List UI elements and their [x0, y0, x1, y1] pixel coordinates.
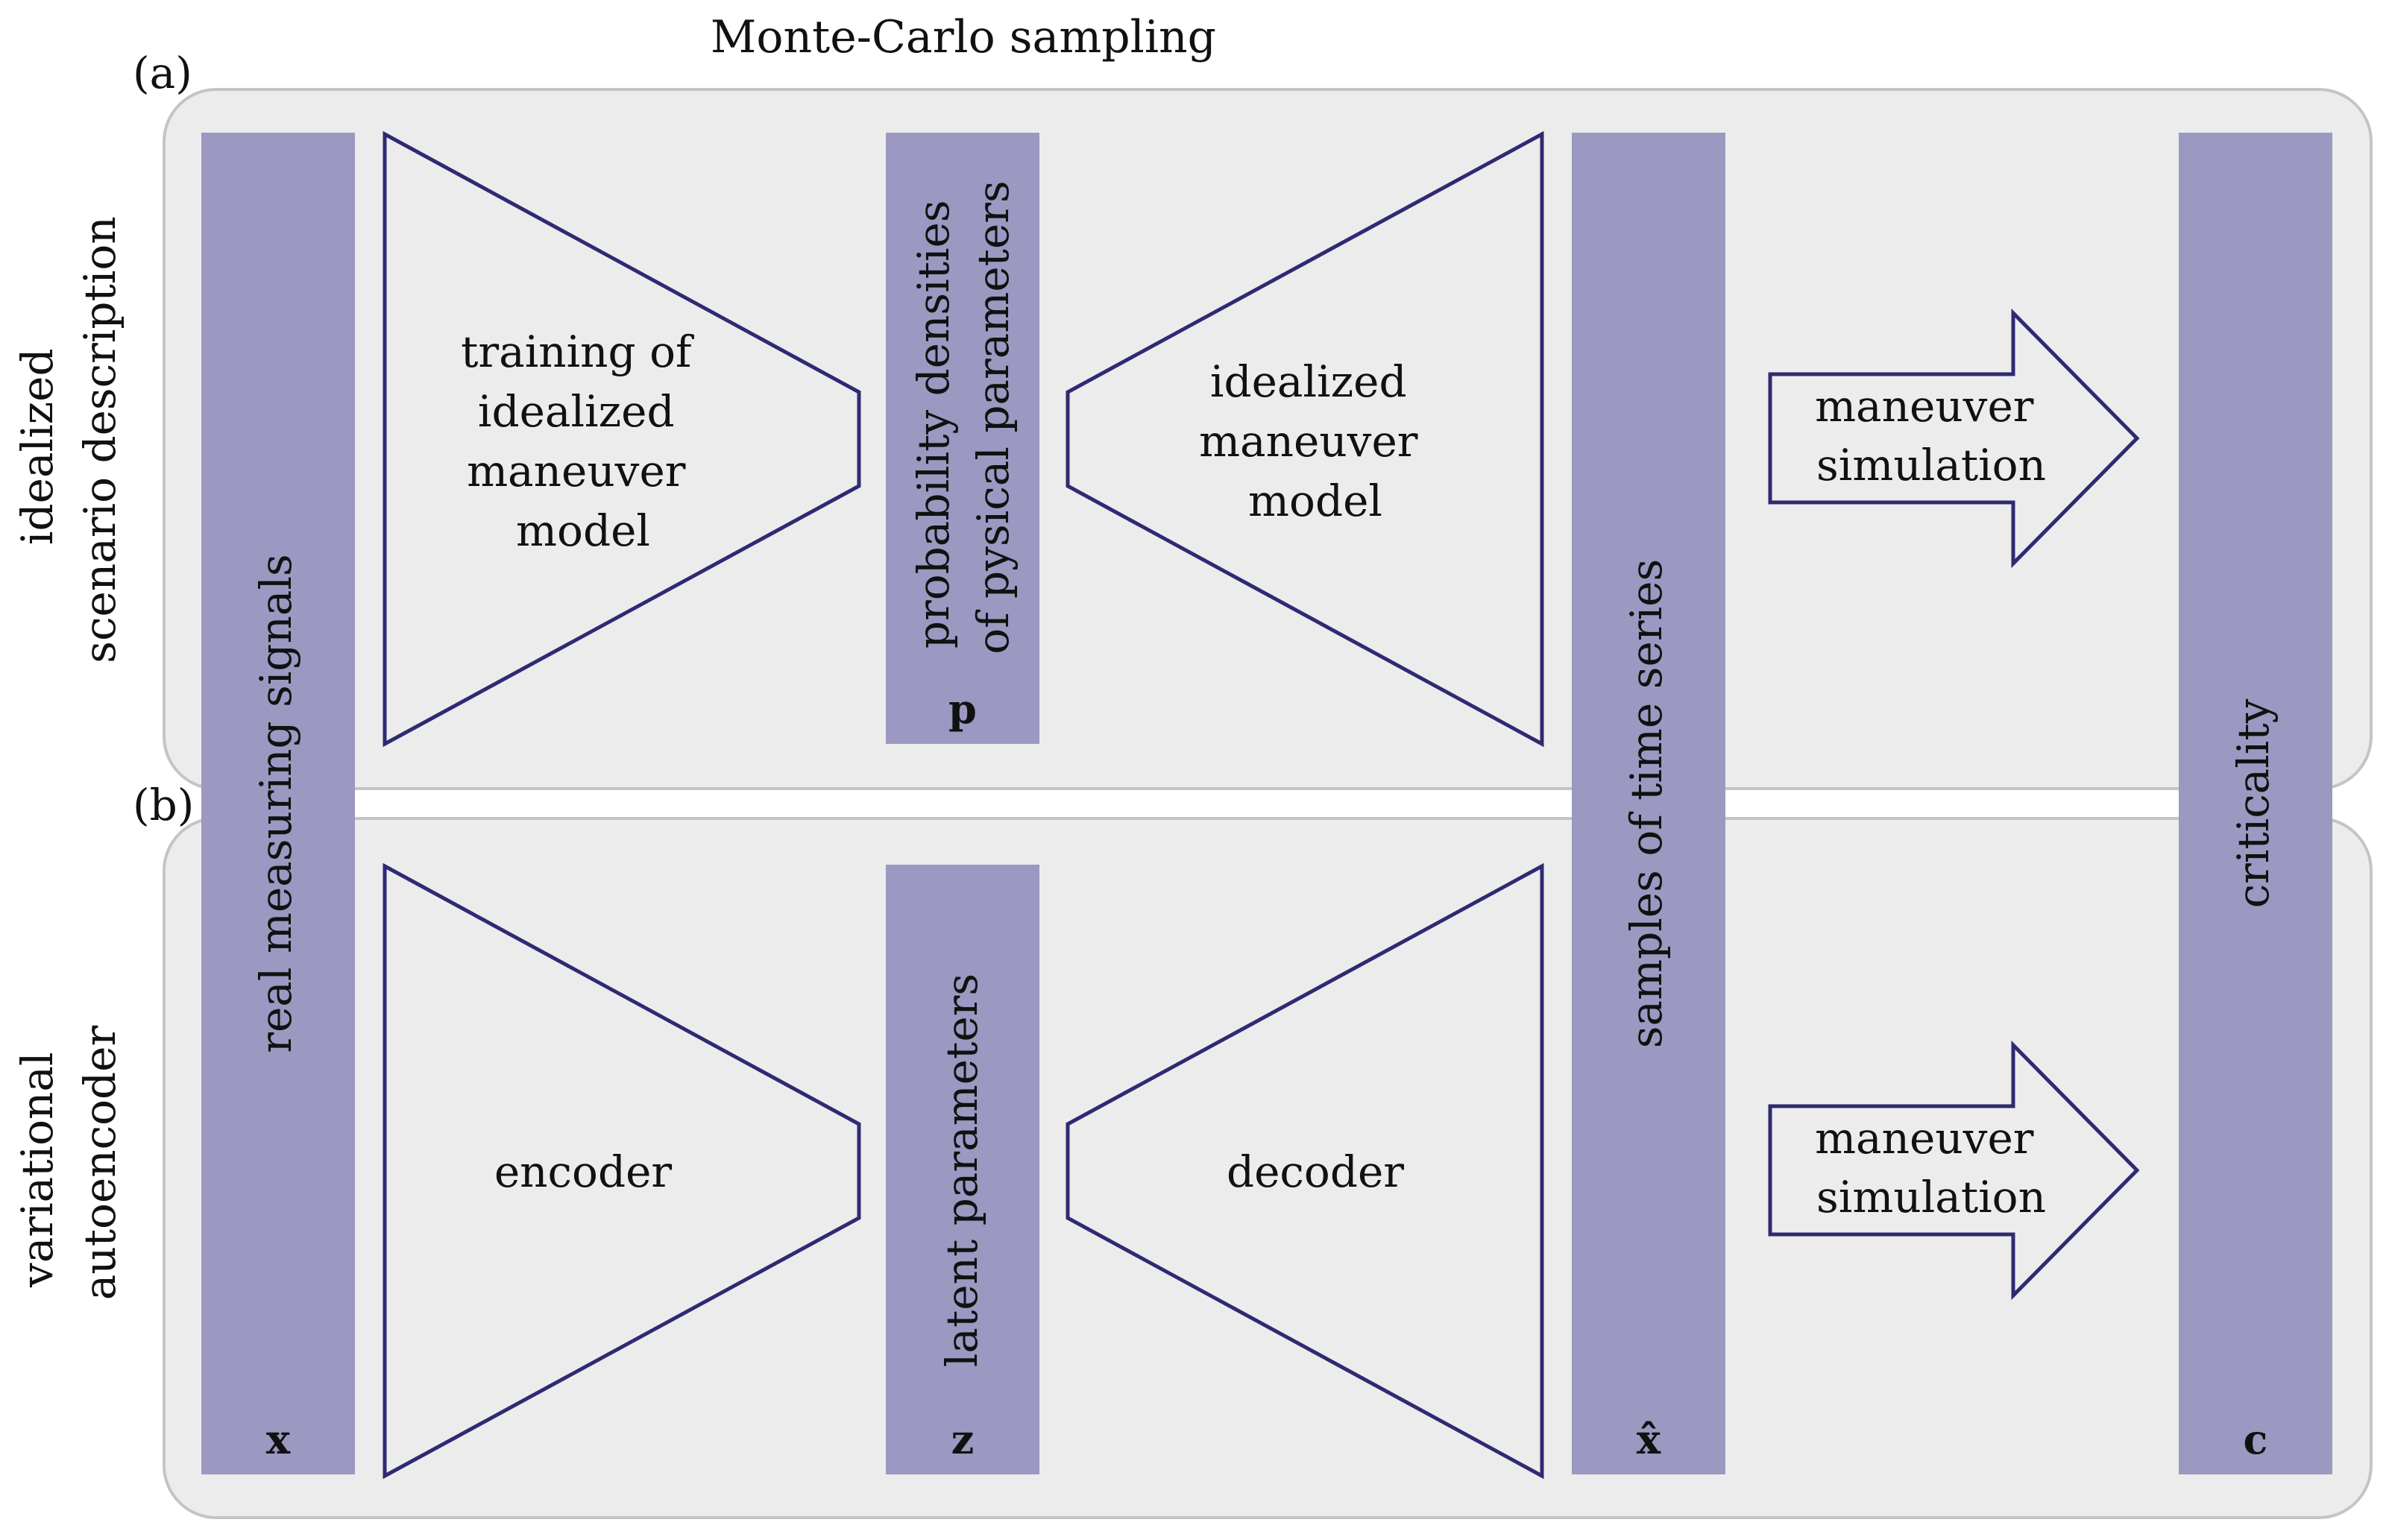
probability-densities-bar — [886, 133, 1039, 744]
panel-b-label: (b) — [133, 780, 194, 830]
maneuver-simulation-arrow-b — [1768, 1040, 2140, 1301]
panel-a-side-label-line-1: idealized — [12, 348, 63, 545]
panel-b-side-label-line-1: variational — [12, 1052, 63, 1287]
time-series-samples-label: samples of time series — [1621, 559, 1672, 1048]
panel-a-side-label-line-2: scenario description — [75, 216, 125, 663]
idealized-model-label: idealized maneuver model — [1199, 356, 1432, 526]
maneuver-simulation-a-line-2: simulation — [1816, 440, 2046, 490]
panel-a — [163, 88, 2373, 790]
idealized-model-line-3: model — [1248, 476, 1382, 526]
decoder-label: decoder — [1227, 1146, 1404, 1197]
probability-densities-line-1: probability densities — [908, 200, 959, 648]
maneuver-simulation-b-line-2: simulation — [1816, 1172, 2046, 1222]
panel-a-label: (a) — [133, 48, 192, 98]
idealized-model-trapezoid — [1066, 130, 1544, 748]
training-model-line-1: training of — [461, 326, 694, 377]
maneuver-simulation-label-b: maneuver simulation — [1815, 1113, 2048, 1222]
probability-densities-label: probability densities of pysical paramet… — [908, 180, 1019, 654]
maneuver-simulation-arrow-a — [1768, 308, 2140, 569]
idealized-model-line-1: idealized — [1210, 356, 1407, 407]
encoder-label: encoder — [494, 1146, 673, 1197]
input-signals-label: real measuring signals — [251, 554, 301, 1053]
criticality-label: criticality — [2228, 698, 2279, 908]
time-series-samples-bar — [1572, 133, 1725, 1474]
training-model-line-2: idealized — [478, 386, 675, 437]
training-model-line-4: model — [516, 505, 650, 556]
maneuver-simulation-a-line-1: maneuver — [1815, 381, 2034, 432]
maneuver-simulation-label-a: maneuver simulation — [1815, 381, 2048, 490]
training-model-trapezoid — [383, 130, 861, 748]
probability-densities-line-2: of pysical parameters — [968, 180, 1019, 654]
output-symbol: x̂ — [1637, 1416, 1661, 1463]
encoder-trapezoid — [383, 862, 861, 1480]
panel-a-side-label: idealized scenario description — [12, 216, 125, 663]
panel-b — [163, 817, 2373, 1519]
training-model-line-3: maneuver — [467, 446, 686, 496]
maneuver-simulation-b-line-1: maneuver — [1815, 1113, 2034, 1164]
criticality-symbol: c — [2244, 1416, 2268, 1463]
training-model-label: training of idealized maneuver model — [461, 326, 705, 556]
latent-parameters-label: latent parameters — [937, 973, 987, 1367]
latent-symbol-z: z — [951, 1416, 975, 1463]
criticality-bar — [2179, 133, 2332, 1474]
latent-parameters-bar — [886, 865, 1039, 1474]
decoder-trapezoid — [1066, 862, 1544, 1480]
idealized-model-line-2: maneuver — [1199, 416, 1418, 467]
parameter-symbol-p: p — [948, 685, 977, 733]
diagram-title: Monte-Carlo sampling — [711, 11, 1216, 63]
panel-b-side-label: variational autoencoder — [12, 1026, 125, 1301]
input-symbol: x — [266, 1416, 291, 1463]
panel-b-side-label-line-2: autoencoder — [75, 1026, 125, 1301]
input-signals-bar — [201, 133, 355, 1474]
